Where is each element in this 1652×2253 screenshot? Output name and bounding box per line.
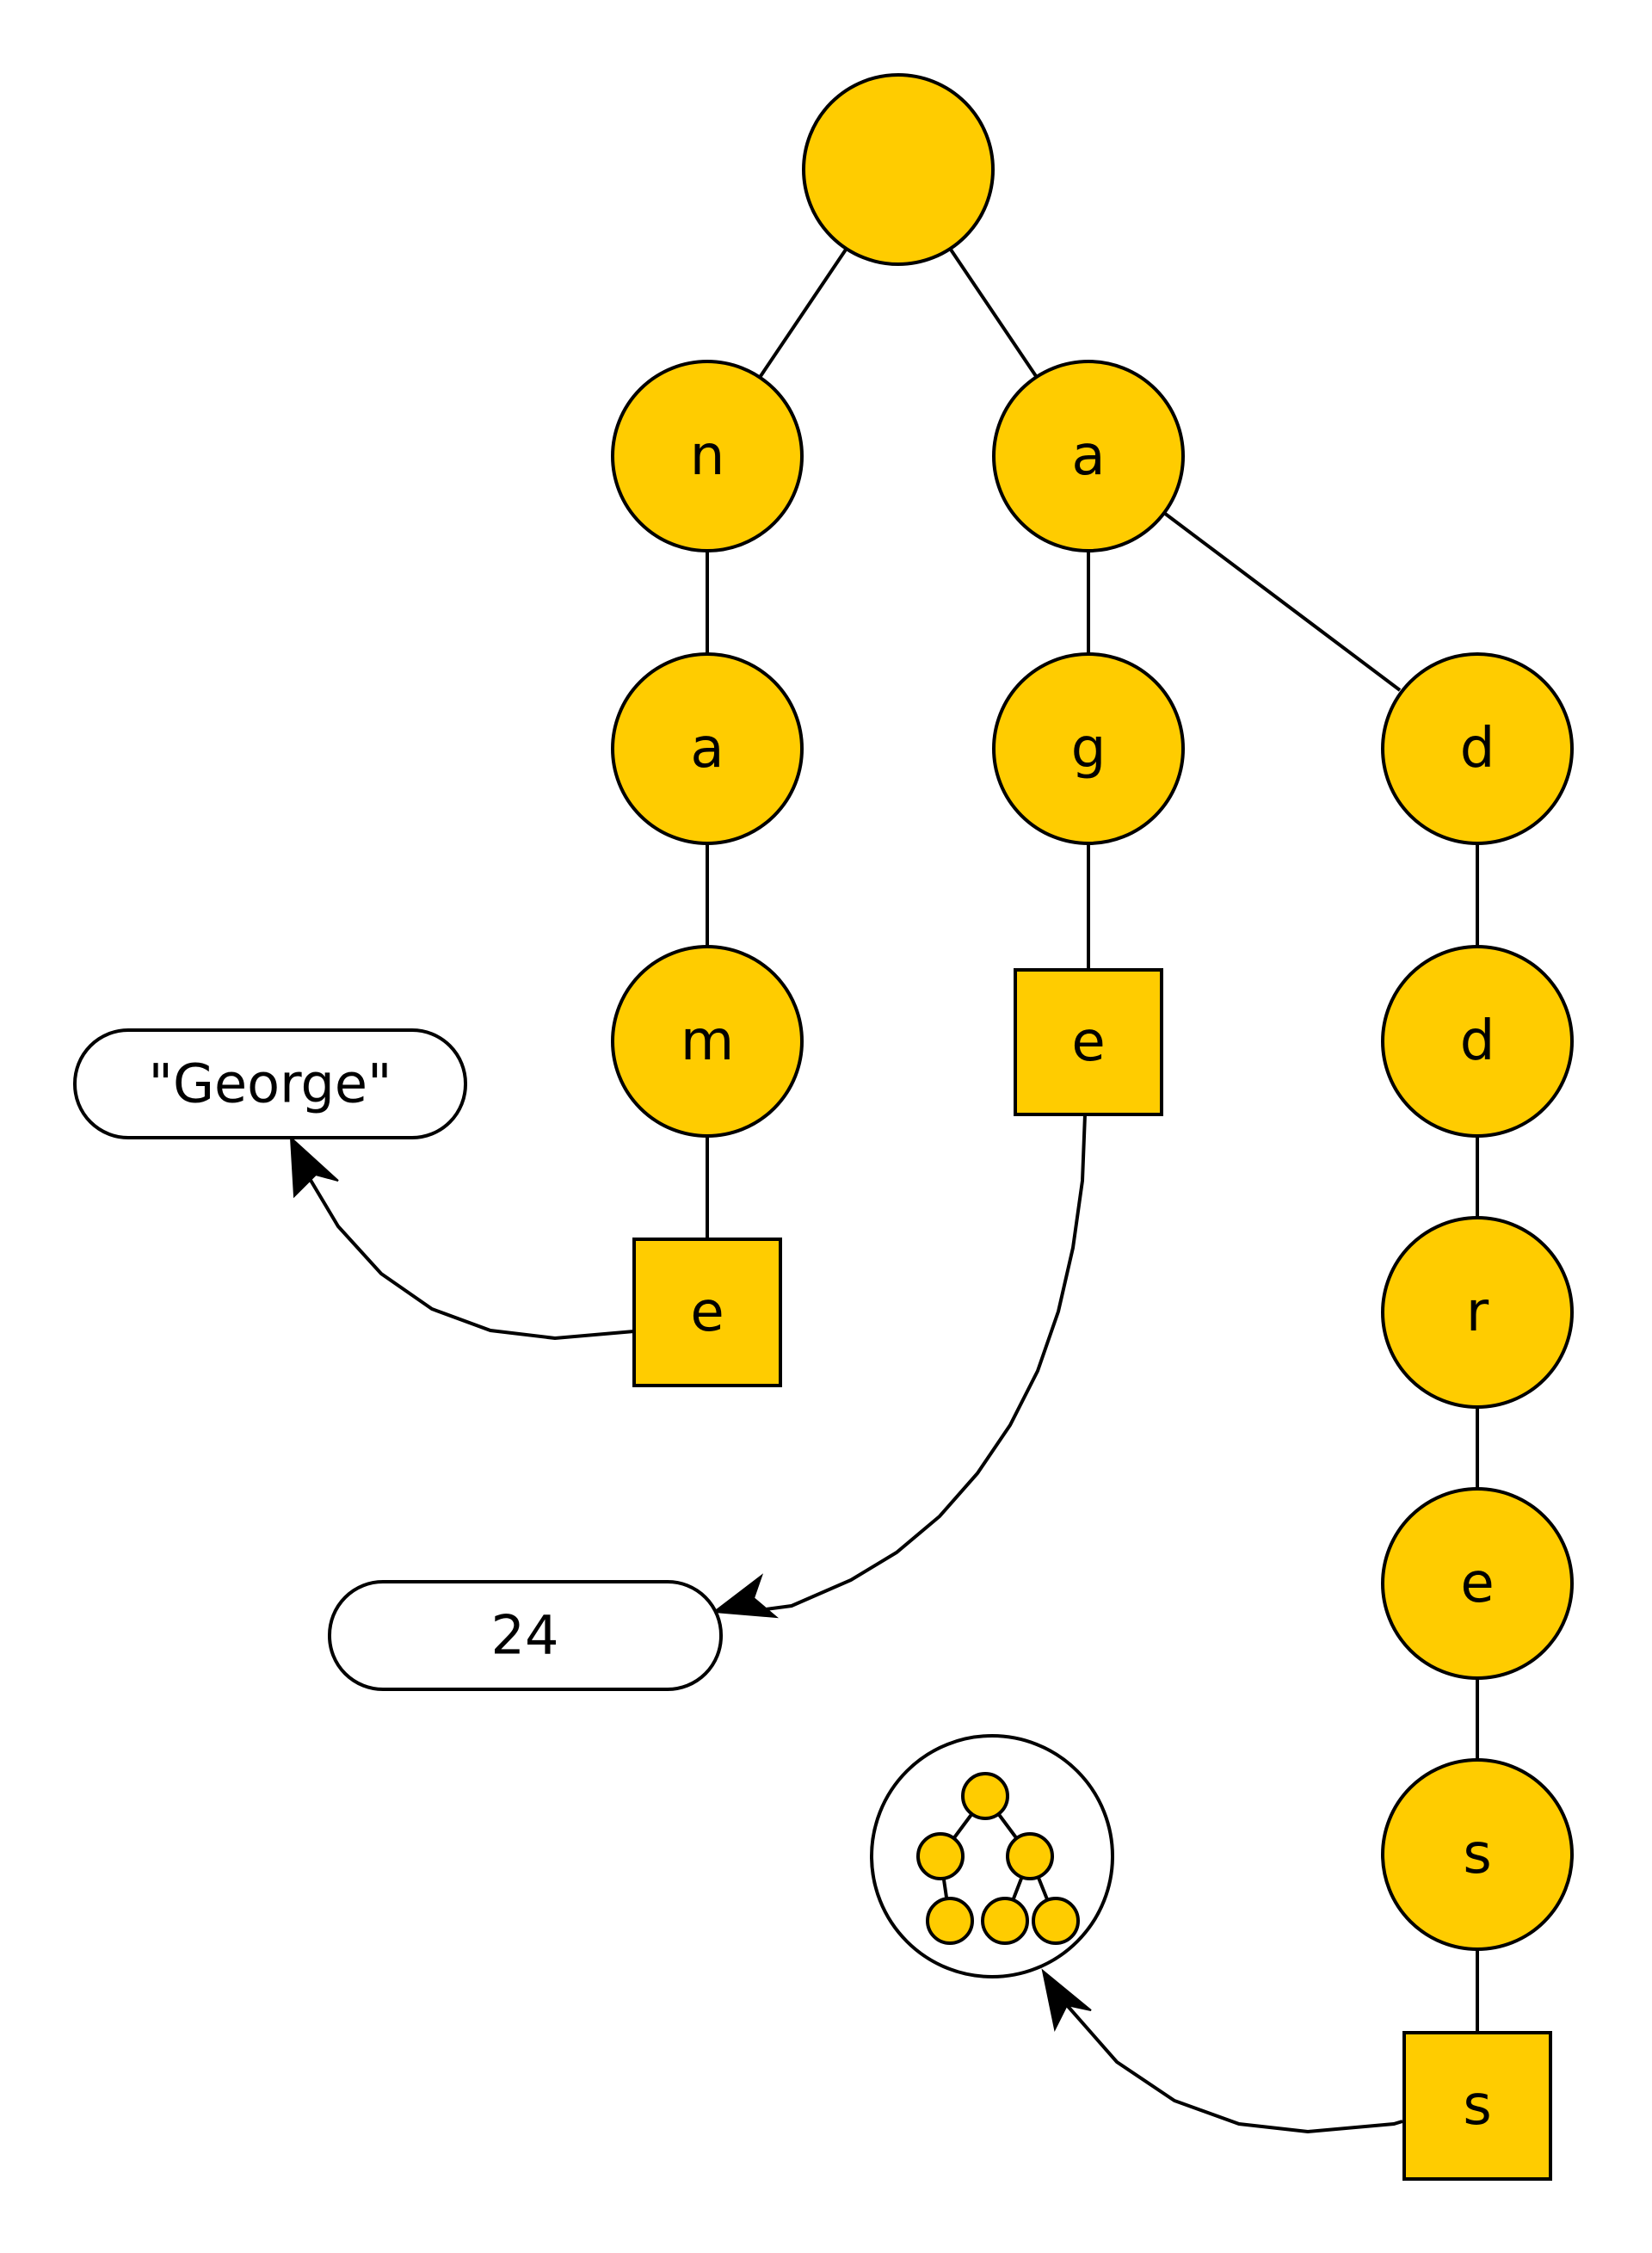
node-label-n: n (690, 424, 725, 488)
node-label-s1: s (1463, 1823, 1491, 1886)
value-pointers (295, 1114, 1403, 2134)
value-box-george: "George" (73, 1028, 467, 1139)
trie-node-g: g (992, 652, 1185, 845)
value-text-24: 24 (491, 1604, 559, 1667)
trie-root-node (802, 73, 995, 266)
trie-node-a-right: a (992, 360, 1185, 552)
value-text-george: "George" (148, 1052, 391, 1115)
trie-terminal-node-s2: s (1402, 2031, 1552, 2181)
node-label-d2: d (1460, 1009, 1495, 1073)
trie-node-a-left: a (611, 652, 804, 845)
pointer-address-to-subtree (1055, 1993, 1403, 2134)
edge-root-n (757, 248, 848, 380)
trie-terminal-node-e-name: e (632, 1238, 782, 1387)
node-label-e-age: e (1071, 1010, 1105, 1074)
node-label-r: r (1466, 1281, 1489, 1344)
trie-node-d1: d (1381, 652, 1574, 845)
trie-node-r: r (1381, 1216, 1574, 1409)
trie-node-s1: s (1381, 1758, 1574, 1951)
edge-a-d (1162, 511, 1402, 692)
trie-terminal-node-e-age: e (1014, 968, 1163, 1116)
edge-root-a (949, 248, 1039, 380)
node-label-d1: d (1460, 717, 1495, 781)
arrowhead-george (289, 1135, 339, 1199)
value-box-24: 24 (328, 1580, 723, 1691)
trie-edges (706, 248, 1479, 2033)
node-label-m: m (681, 1009, 734, 1073)
trie-node-d2: d (1381, 945, 1574, 1138)
pointer-name-to-george (295, 1152, 635, 1341)
trie-node-n: n (611, 360, 804, 552)
pointer-age-to-24 (752, 1114, 1087, 1613)
arrowhead-subtree (1041, 1968, 1092, 2033)
trie-node-m: m (611, 945, 804, 1138)
node-label-g: g (1071, 717, 1106, 781)
node-label-e-addr: e (1460, 1552, 1494, 1615)
arrowhead-24 (712, 1573, 780, 1619)
node-label-s2: s (1463, 2074, 1491, 2138)
node-label-a-left: a (690, 717, 724, 781)
arrowheads (289, 1135, 1092, 2033)
trie-node-e-addr: e (1381, 1487, 1574, 1680)
node-label-a-right: a (1071, 424, 1105, 488)
node-label-e-name: e (690, 1281, 724, 1344)
mini-tree-icon (870, 1734, 1114, 1978)
